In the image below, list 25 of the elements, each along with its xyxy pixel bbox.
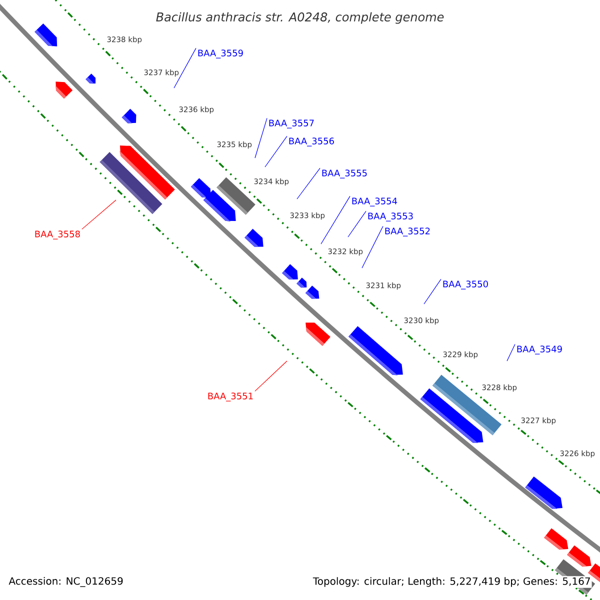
- gene-label: BAA_3557: [269, 120, 314, 128]
- gene-label: BAA_3553: [368, 212, 413, 222]
- leader-line: [506, 344, 516, 362]
- gene-label: BAA_3549: [517, 346, 562, 354]
- leader-line: [362, 226, 384, 268]
- gene-label: BAA_3555: [322, 170, 367, 178]
- accession-label: Accession: NC_012659: [8, 577, 123, 587]
- leader-line: [424, 278, 442, 304]
- leader-line: [254, 118, 268, 158]
- title: Bacillus anthracis str. A0248, complete genome: [156, 12, 444, 24]
- gene-label: BAA_3550: [443, 280, 488, 290]
- leader-line: [348, 210, 366, 238]
- leader-line: [264, 136, 288, 168]
- leader-line: [174, 48, 196, 88]
- leader-line: [254, 360, 288, 392]
- gene-label: BAA_3551: [208, 392, 253, 402]
- leader-line: [320, 196, 350, 244]
- gene-label: BAA_3556: [289, 138, 334, 146]
- leader-line: [296, 168, 320, 200]
- genome-info-label: Topology: circular; Length: 5,227,419 bp; Genes: 5,167: [312, 576, 592, 588]
- gene-label: BAA_3554: [352, 198, 398, 206]
- gene-label: BAA_3558: [35, 230, 80, 240]
- leader-line: [82, 200, 116, 230]
- gene-label: BAA_3552: [385, 228, 430, 236]
- gene-label: BAA_3559: [198, 50, 243, 58]
